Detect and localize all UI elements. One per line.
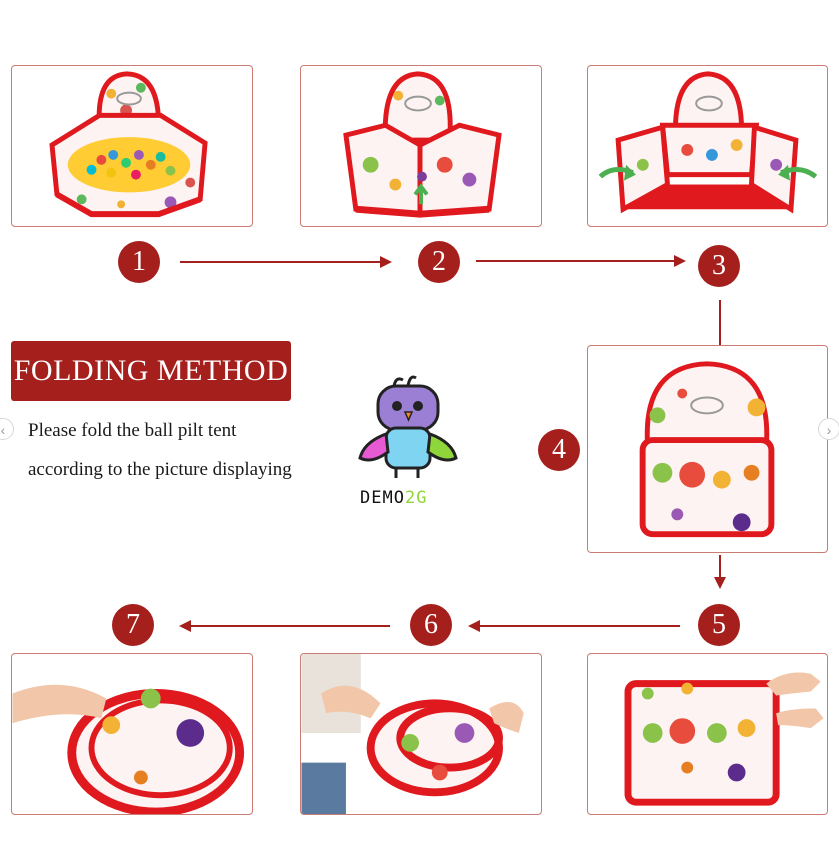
step-5-image — [587, 653, 828, 815]
step-2-image — [300, 65, 542, 227]
owl-logo-icon — [358, 375, 458, 478]
step-2-number: 2 — [418, 241, 460, 283]
step-6-image — [300, 653, 542, 815]
step-3-number: 3 — [698, 245, 740, 287]
logo-text: DEMO2G — [360, 488, 427, 508]
step-1-number: 1 — [118, 241, 160, 283]
step-4-number: 4 — [538, 429, 580, 471]
carousel-prev-button[interactable]: ‹ — [0, 418, 14, 440]
step-1-image — [11, 65, 253, 227]
step-7-image — [11, 653, 253, 815]
step-3-image — [587, 65, 828, 227]
step-7-number: 7 — [112, 604, 154, 646]
folding-method-badge: FOLDING METHOD — [11, 341, 291, 401]
step-6-number: 6 — [410, 604, 452, 646]
description-line-1: Please fold the ball pilt tent — [28, 420, 237, 441]
step-4-image — [587, 345, 828, 553]
step-5-number: 5 — [698, 604, 740, 646]
carousel-next-button[interactable]: › — [818, 418, 839, 440]
logo-text-2g: 2G — [404, 488, 428, 508]
description-line-2: according to the picture displaying — [28, 459, 292, 480]
logo-text-demo: DEMO — [360, 488, 405, 508]
